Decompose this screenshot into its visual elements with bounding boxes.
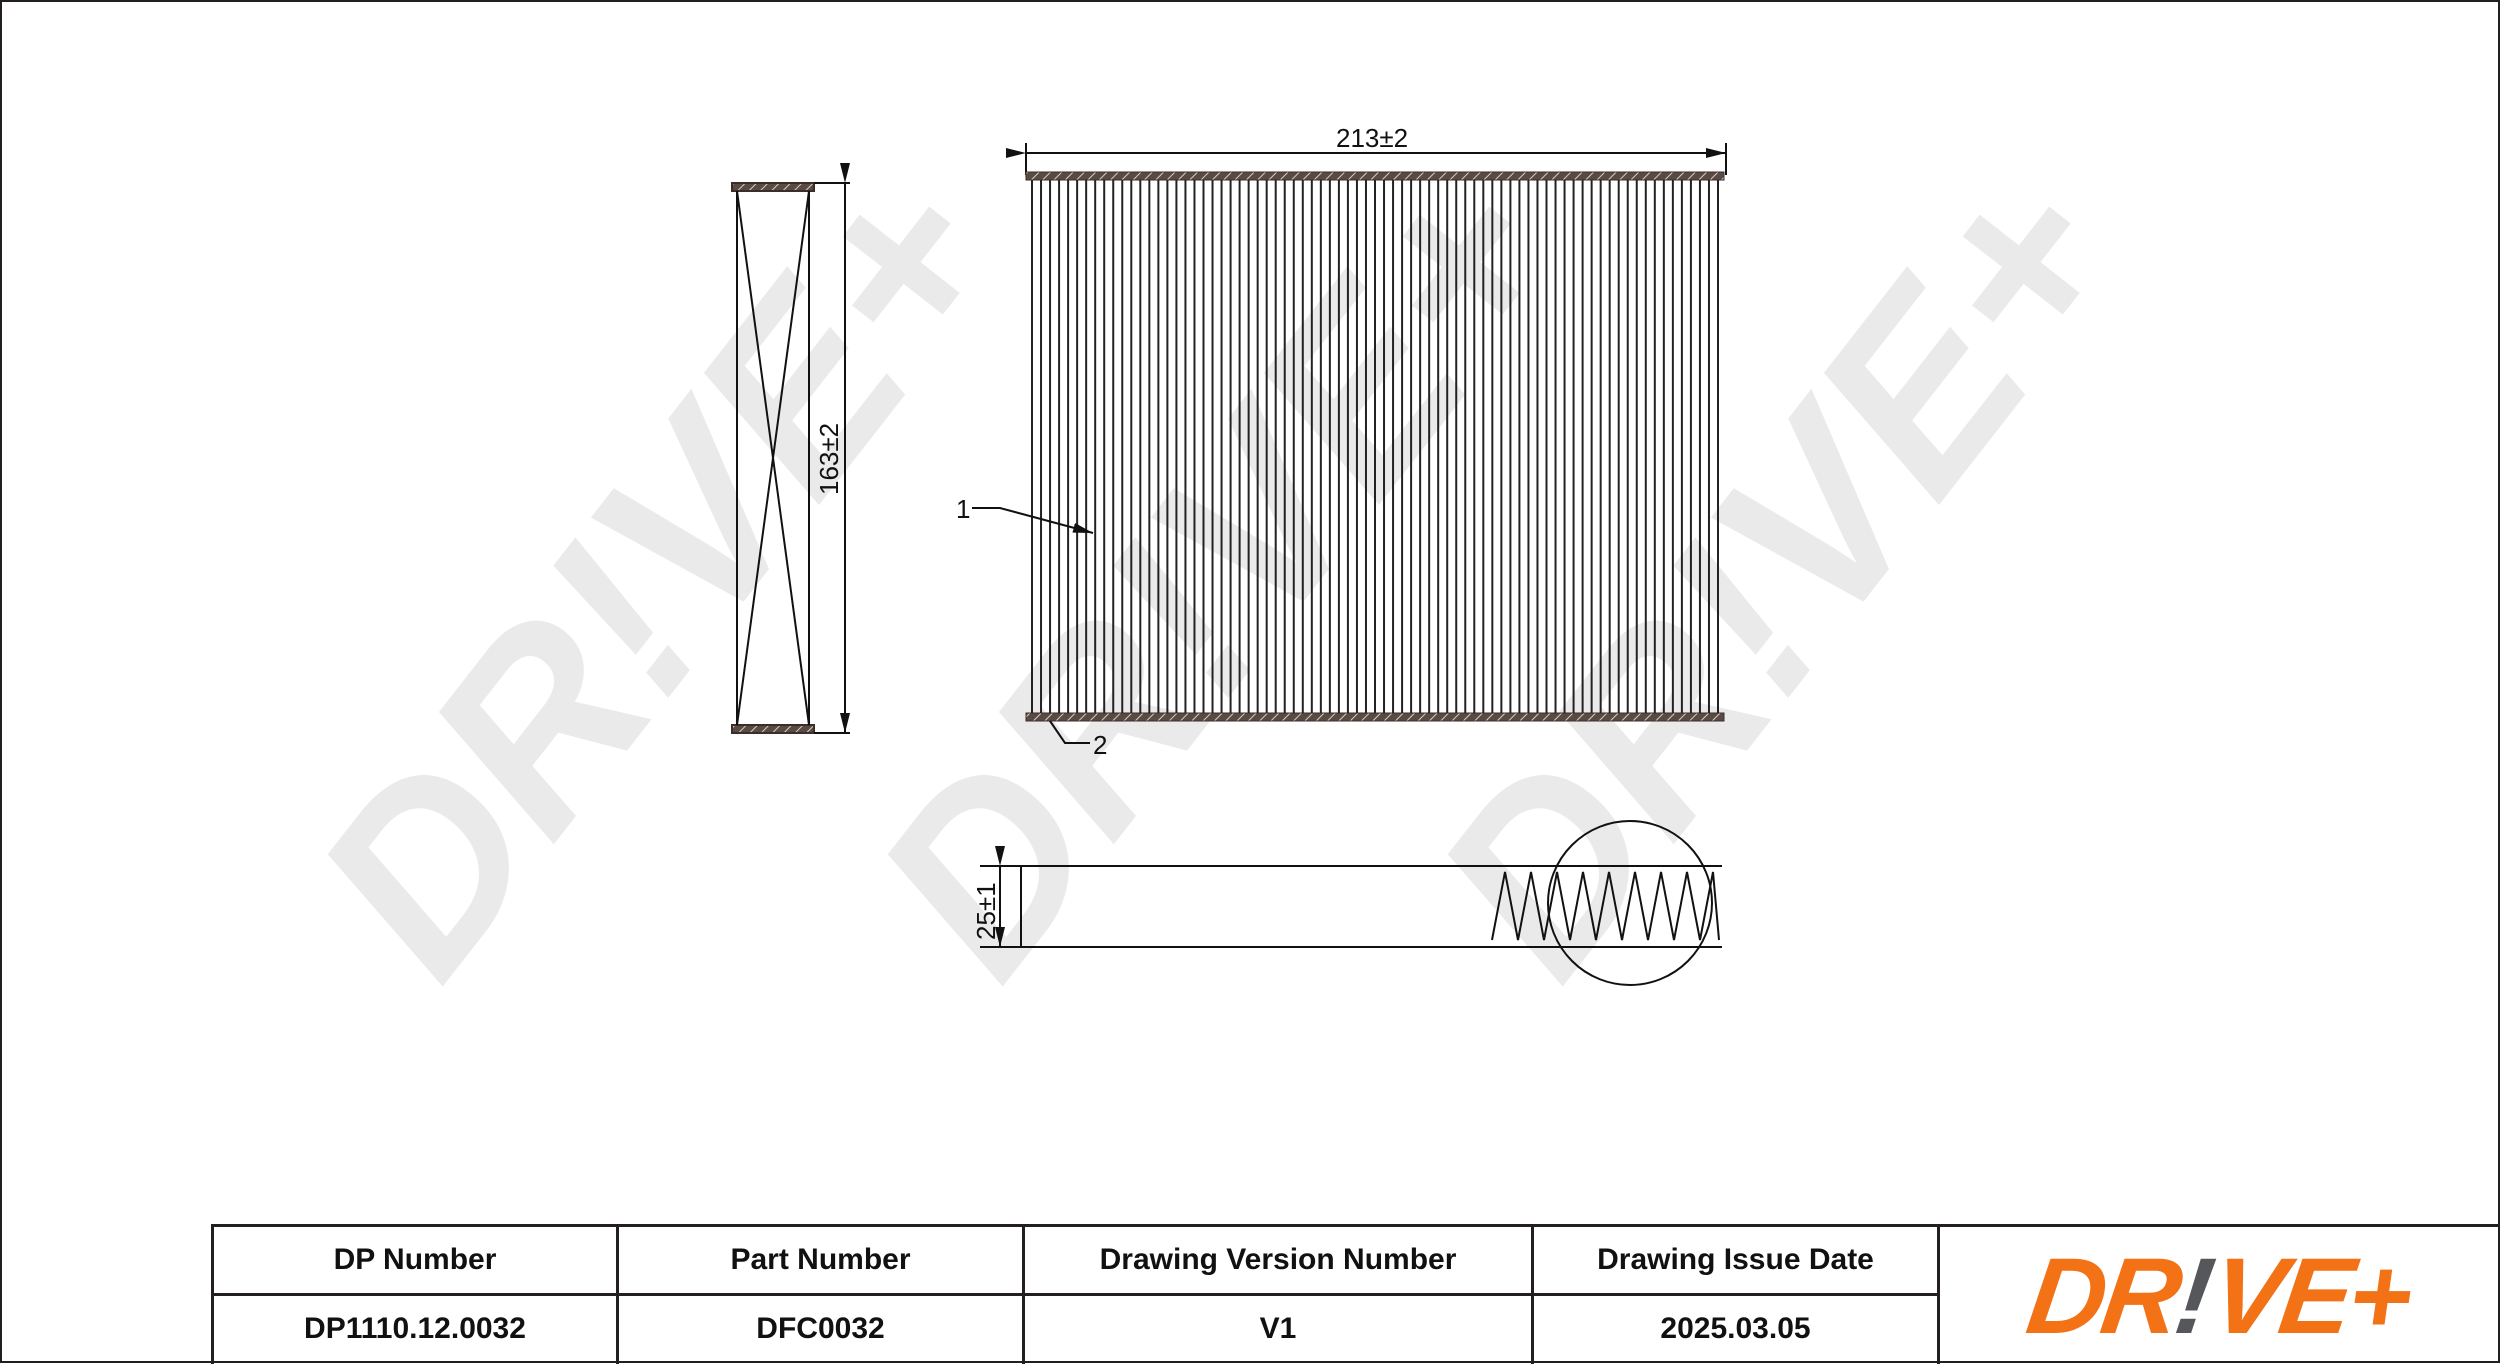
width-dimension: 213±2 — [1336, 123, 1408, 153]
logo-text-left: DR — [2020, 1235, 2186, 1356]
callout-2-label: 2 — [1093, 730, 1107, 760]
header-drawing-version: Drawing Version Number — [1099, 1243, 1457, 1276]
watermark-group: DR!VE+ DR!VE+ DR!VE+ — [262, 123, 2171, 1023]
side-view — [731, 163, 850, 734]
callout-1-label: 1 — [956, 494, 970, 524]
value-drawing-version: V1 — [1259, 1312, 1297, 1345]
value-dp-number: DP1110.12.0032 — [304, 1312, 526, 1345]
drive-logo: DR!VE+ — [1940, 1227, 2498, 1364]
bottom-view — [980, 820, 1722, 986]
logo-text-right: VE+ — [2204, 1235, 2418, 1356]
value-part-number: DFC0032 — [756, 1312, 885, 1345]
value-drawing-issue-date: 2025.03.05 — [1660, 1312, 1811, 1345]
height-dimension: 163±2 — [814, 423, 844, 495]
front-view — [972, 143, 1727, 744]
depth-dimension: 25±1 — [971, 882, 1001, 940]
header-part-number: Part Number — [730, 1243, 911, 1276]
title-block: DP Number Part Number Drawing Version Nu… — [211, 1224, 2498, 1364]
header-dp-number: DP Number — [333, 1243, 497, 1276]
header-drawing-issue-date: Drawing Issue Date — [1597, 1243, 1874, 1276]
